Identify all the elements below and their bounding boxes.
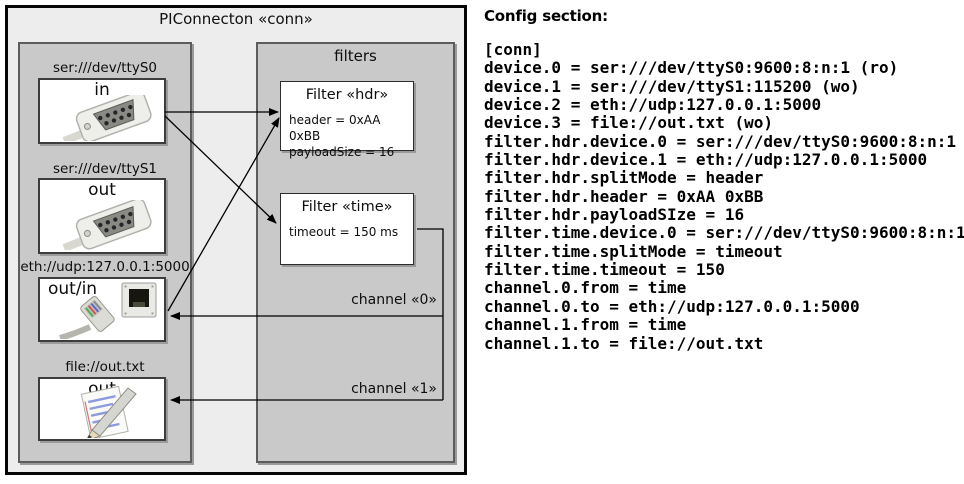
filter-attribute: timeout = 150 ms [289, 225, 399, 239]
config-line: device.2 = eth://udp:127.0.0.1:5000 [484, 95, 822, 115]
filter-title: Filter «time» [301, 199, 393, 215]
config-line: device.1 = ser:///dev/ttyS1:115200 (wo) [484, 76, 860, 96]
filters-panel-title: filters [334, 47, 377, 65]
config-line: device.3 = file://out.txt (wo) [484, 113, 773, 133]
config-line: filter.hdr.device.1 = eth://udp:127.0.0.… [484, 150, 928, 170]
filter-attribute: header = 0xAA 0xBB [289, 113, 381, 143]
config-line: filter.time.timeout = 150 [484, 260, 725, 280]
serial-db9-icon [62, 95, 152, 141]
filter-title: Filter «hdr» [305, 87, 389, 103]
diagram-title: PIConnecton «conn» [159, 10, 313, 28]
channel-0-label: channel «0» [351, 292, 437, 308]
config-line: filter.hdr.header = 0xAA 0xBB [484, 186, 764, 206]
config-line: channel.0.to = eth://udp:127.0.0.1:5000 [484, 296, 860, 316]
device-uri-ttys0: ser:///dev/ttyS0 [53, 60, 157, 76]
device-uri-eth: eth://udp:127.0.0.1:5000 [20, 259, 190, 275]
config-line: filter.hdr.splitMode = header [484, 168, 764, 188]
serial-db9-icon [62, 200, 152, 250]
filter-box-hdr: Filter «hdr» header = 0xAA 0xBB payloadS… [280, 81, 414, 159]
device-direction-label: in [94, 80, 110, 100]
config-line: [conn] [484, 40, 542, 59]
channel-1-label: channel «1» [351, 381, 437, 397]
config-line: filter.time.device.0 = ser:///dev/ttyS0:… [484, 223, 964, 243]
config-line: filter.hdr.payloadSIze = 16 [484, 205, 745, 225]
device-box-ttys1: out [38, 178, 166, 254]
device-direction-label: out [88, 180, 116, 200]
filter-attribute: payloadSize = 16 [289, 145, 395, 159]
filter-box-time: Filter «time» timeout = 150 ms [280, 193, 414, 265]
device-box-file: out [38, 377, 166, 441]
device-uri-ttys1: ser:///dev/ttyS1 [53, 161, 157, 177]
device-uri-file: file://out.txt [65, 359, 145, 375]
device-box-ttys0: in [38, 78, 166, 144]
device-box-eth: out/in [38, 277, 166, 342]
ethernet-rj45-icon [59, 282, 157, 339]
device-direction-label: out/in [48, 279, 98, 299]
config-line: filter.hdr.device.0 = ser:///dev/ttyS0:9… [484, 131, 957, 151]
config-text-block: [conn]device.0 = ser:///dev/ttyS0:9600:8… [484, 40, 964, 353]
config-line: channel.0.from = time [484, 278, 687, 298]
config-line: channel.1.from = time [484, 315, 687, 335]
config-line: device.0 = ser:///dev/ttyS0:9600:8:n:1 (… [484, 58, 899, 78]
config-line: filter.time.splitMode = timeout [484, 241, 783, 261]
config-section-heading: Config section: [484, 7, 608, 25]
config-line: channel.1.to = file://out.txt [484, 333, 764, 353]
text-document-icon [80, 386, 137, 438]
